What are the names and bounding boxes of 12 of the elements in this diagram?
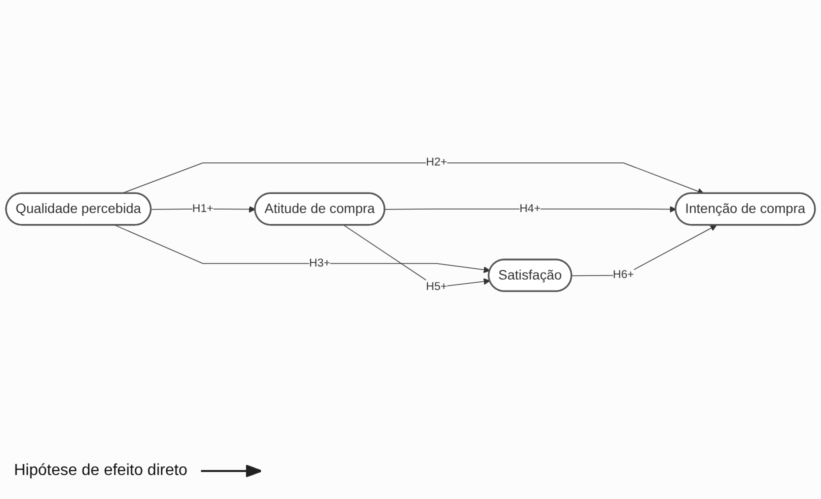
arrow xyxy=(343,224,490,288)
edge-label: H6+ xyxy=(612,268,634,282)
edge-label: H4+ xyxy=(519,202,541,215)
edge-label: H1+ xyxy=(192,202,214,215)
arrow xyxy=(150,206,256,213)
edge-label: H2+ xyxy=(426,156,448,169)
arrow xyxy=(571,224,717,276)
legend-text: Hipótese de efeito direto xyxy=(14,462,188,480)
arrow xyxy=(384,206,676,213)
arrow xyxy=(114,224,490,274)
edge-label: H5+ xyxy=(426,280,448,293)
edge-label: H3+ xyxy=(309,256,330,270)
